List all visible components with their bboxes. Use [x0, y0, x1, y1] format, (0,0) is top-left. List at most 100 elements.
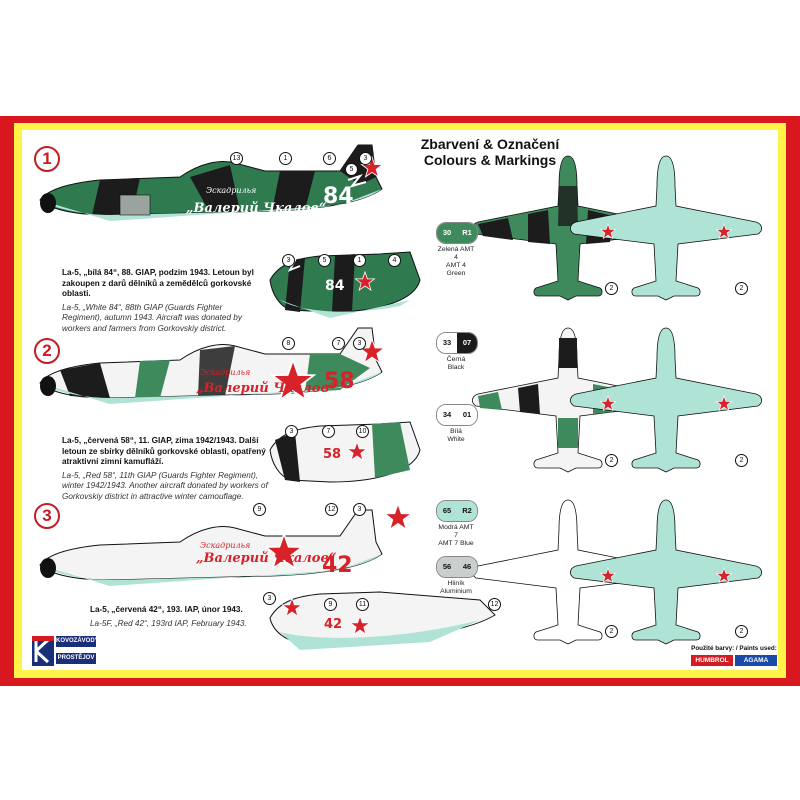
swatch-label: Černá [446, 356, 466, 363]
swatch-code-b: 07 [457, 333, 477, 353]
profile-number-2: 2 [34, 338, 60, 364]
swatch-label-en: Black [447, 364, 465, 371]
swatch-label-en: White [447, 436, 465, 443]
callout-2: 2 [735, 282, 748, 295]
callout-3: 3 [282, 254, 295, 267]
swatch-label-en: AMT 4 Green [446, 262, 466, 277]
humbrol-brand: HUMBROL [690, 654, 734, 667]
aircraft-2-small-code: 58 [323, 447, 341, 462]
swatch-code-b: R1 [457, 223, 477, 243]
callout-3: 3 [263, 592, 276, 605]
callout-5: 5 [318, 254, 331, 267]
callout-11: 11 [356, 598, 369, 611]
description-aircraft-1-en: La-5, „White 84“, 88th GIAP (Guards Figh… [62, 302, 242, 333]
aircraft-3-side-profile-small: 42 [269, 591, 496, 650]
swatch-label: Zelená AMT 4 [437, 246, 475, 261]
aircraft-3-inscription-top: Эскадрилья [200, 541, 250, 550]
callout-5: 5 [345, 163, 358, 176]
callout-6: 6 [323, 152, 336, 165]
callout-3: 3 [359, 152, 372, 165]
profile-number-3: 3 [34, 503, 60, 529]
callout-3: 3 [353, 503, 366, 516]
callout-12: 12 [325, 503, 338, 516]
callout-7: 7 [332, 337, 345, 350]
title-czech: Zbarvení & Označení [420, 136, 560, 152]
callout-9: 9 [324, 598, 337, 611]
description-aircraft-2: La-5, „červená 58“, 11. GIAP, zima 1942/… [62, 436, 272, 502]
title-english: Colours & Markings [423, 152, 557, 168]
aircraft-3-code: 42 [322, 553, 353, 578]
swatch-code-a: 30 [437, 223, 457, 243]
callout-8: 8 [282, 337, 295, 350]
callout-2: 2 [735, 454, 748, 467]
description-aircraft-3: La-5, „červená 42“, 193. IAP, únor 1943.… [90, 605, 280, 629]
swatch-code-a: 65 [437, 501, 457, 521]
bottom-margin [0, 686, 800, 800]
callout-3: 3 [353, 337, 366, 350]
swatch-code-a: 33 [437, 333, 457, 353]
callout-2: 2 [605, 454, 618, 467]
callout-1: 1 [353, 254, 366, 267]
swatch-label-en: Aluminium [440, 588, 472, 595]
aircraft-2-bottom-view [569, 327, 763, 473]
swatch-label-en: AMT 7 Blue [438, 540, 474, 547]
description-aircraft-3-en: La-5F, „Red 42“, 193rd IAP, February 194… [90, 618, 247, 628]
swatch-code-a: 56 [437, 557, 457, 577]
callout-4: 4 [388, 254, 401, 267]
aircraft-3-side-profile: Эскадрилья „Валерий Чкалов“ 42 [39, 503, 412, 586]
aircraft-2-code: 58 [324, 369, 355, 394]
aircraft-1-inscription-top: Эскадрилья [206, 186, 256, 195]
callout-9: 9 [253, 503, 266, 516]
aircraft-3-bottom-view [569, 499, 763, 645]
swatch-label: Modrá AMT 7 [438, 524, 474, 539]
swatch-label: Hliník [447, 580, 465, 587]
aircraft-1-side-profile: Эскадрилья „Валерий Чкалов“ 84 [39, 144, 383, 221]
aircraft-1-code: 84 [323, 184, 354, 209]
callout-2: 2 [605, 625, 618, 638]
description-aircraft-1: La-5, „bílá 84“, 88. GIAP, podzim 1943. … [62, 268, 258, 334]
swatch-code-b: 46 [457, 557, 477, 577]
aircraft-3-small-code: 42 [324, 617, 342, 632]
callout-2: 2 [605, 282, 618, 295]
description-aircraft-3-cz: La-5, „červená 42“, 193. IAP, únor 1943. [90, 605, 243, 614]
swatch-label: Bílá [450, 428, 462, 435]
aircraft-2-inscription: „Валерий Чкалов“ [196, 381, 337, 396]
logo-mark-icon [32, 636, 54, 666]
callout-1: 1 [279, 152, 292, 165]
aircraft-1-inscription: „Валерий Чкалов“ [186, 201, 327, 216]
agama-brand: AGAMA [734, 654, 778, 667]
callout-12: 12 [488, 598, 501, 611]
callout-13: 13 [230, 152, 243, 165]
callout-10: 10 [356, 425, 369, 438]
swatch-code-a: 34 [437, 405, 457, 425]
sheet-title: Zbarvení & Označení Colours & Markings [420, 136, 560, 168]
aircraft-3-inscription: „Валерий Чкалов“ [196, 551, 337, 566]
callout-3: 3 [285, 425, 298, 438]
callout-2: 2 [735, 625, 748, 638]
logo-line-1: KOVOZÁVODY [56, 636, 99, 647]
aircraft-2-side-profile: Эскадрилья „Валерий Чкалов“ 58 [39, 327, 385, 404]
logo-line-2: PROSTĚJOV [56, 653, 96, 664]
description-aircraft-2-cz: La-5, „červená 58“, 11. GIAP, zima 1942/… [62, 436, 266, 466]
description-aircraft-2-en: La-5, „Red 58“, 11th GIAP (Guards Fighte… [62, 470, 268, 501]
aircraft-1-side-profile-small: 84 [269, 251, 421, 318]
paints-used: Použité barvy: / Paints used: HUMBROL AG… [690, 645, 778, 667]
paints-used-label: Použité barvy: / Paints used: [691, 645, 777, 652]
callout-7: 7 [322, 425, 335, 438]
profile-number-1: 1 [34, 146, 60, 172]
aircraft-2-inscription-top: Эскадрилья [200, 368, 250, 377]
aircraft-1-small-code: 84 [325, 278, 345, 294]
kovozavody-logo: KOVOZÁVODY PROSTĚJOV [32, 636, 99, 666]
description-aircraft-1-cz: La-5, „bílá 84“, 88. GIAP, podzim 1943. … [62, 268, 254, 298]
top-margin [0, 0, 800, 116]
swatch-code-b: 01 [457, 405, 477, 425]
swatch-code-b: R2 [457, 501, 477, 521]
aircraft-1-bottom-view [569, 155, 763, 301]
aircraft-2-side-profile-small: 58 [269, 421, 421, 483]
